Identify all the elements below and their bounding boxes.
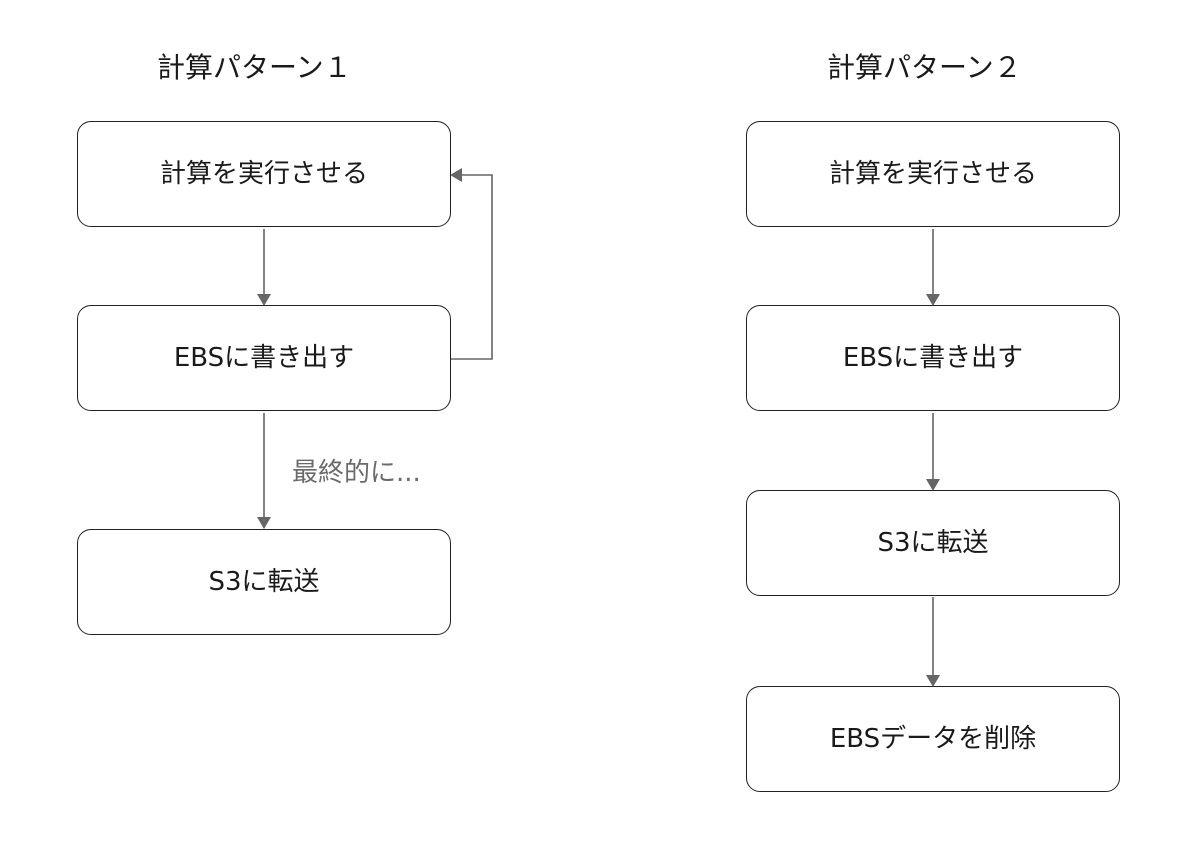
p2-step-write-ebs-label: EBSに書き出す <box>842 343 1024 373</box>
p2-step-transfer-s3-label: S3に転送 <box>877 528 989 558</box>
p2-step-transfer-s3: S3に転送 <box>746 490 1120 596</box>
p1-step-run-calculation: 計算を実行させる <box>77 121 451 227</box>
p2-step-delete-ebs-data-label: EBSデータを削除 <box>829 724 1037 754</box>
p1-step-transfer-s3: S3に転送 <box>77 529 451 635</box>
p1-step-write-ebs-label: EBSに書き出す <box>173 343 355 373</box>
p1-finally-note: 最終的に... <box>292 458 421 488</box>
p1-step-write-ebs: EBSに書き出す <box>77 305 451 411</box>
p2-step-write-ebs: EBSに書き出す <box>746 305 1120 411</box>
p1-step-run-calculation-label: 計算を実行させる <box>159 159 368 189</box>
pattern2-title: 計算パターン２ <box>827 51 1022 84</box>
pattern1-title: 計算パターン１ <box>157 51 352 84</box>
p2-step-run-calculation-label: 計算を実行させる <box>828 159 1037 189</box>
p2-step-run-calculation: 計算を実行させる <box>746 121 1120 227</box>
p1-step-transfer-s3-label: S3に転送 <box>208 567 320 597</box>
arrow-p1-loop-back <box>450 168 493 360</box>
p2-step-delete-ebs-data: EBSデータを削除 <box>746 686 1120 792</box>
